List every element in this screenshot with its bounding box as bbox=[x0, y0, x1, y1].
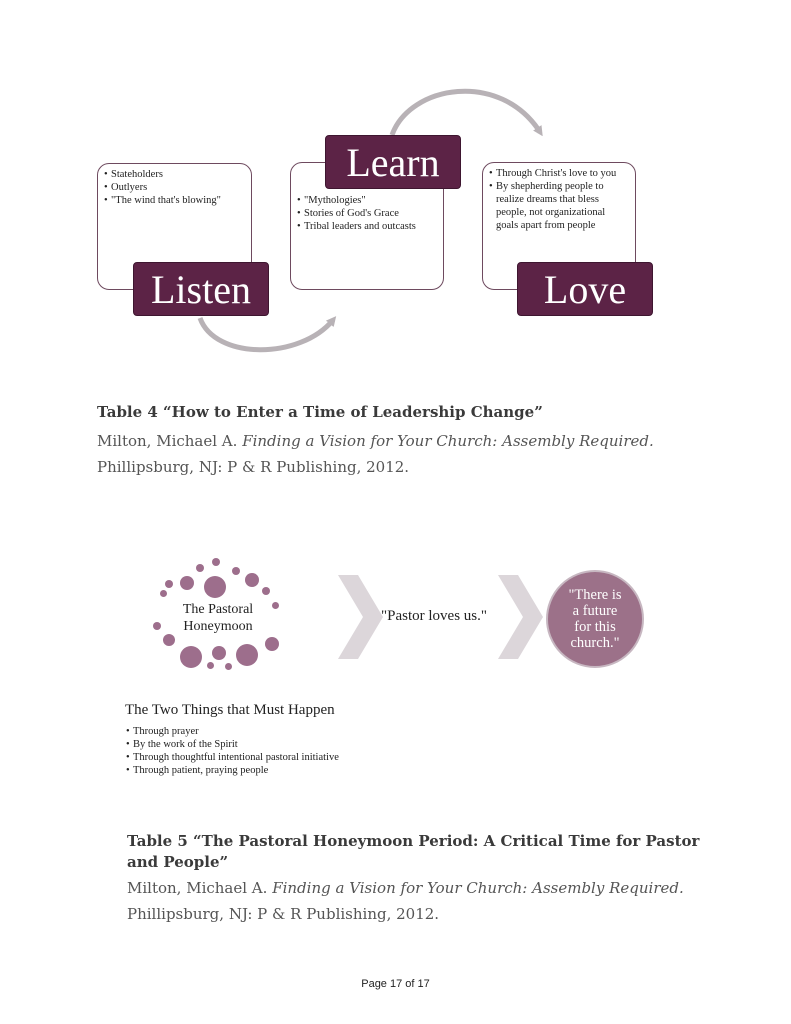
list-item: Tribal leaders and outcasts bbox=[297, 220, 442, 233]
dot bbox=[245, 573, 259, 587]
table5-title-line1: Table 5 “The Pastoral Honeymoon Period: … bbox=[127, 832, 700, 850]
dot bbox=[165, 580, 173, 588]
list-item: "Mythologies" bbox=[297, 194, 442, 207]
list-item: By shepherding people to realize dreams … bbox=[489, 180, 627, 232]
learn-tag: Learn bbox=[325, 135, 461, 189]
listen-list: Stateholders Outlyers "The wind that's b… bbox=[104, 168, 249, 207]
dot bbox=[163, 634, 175, 646]
table5-publisher: Phillipsburg, NJ: P & R Publishing, 2012… bbox=[127, 905, 440, 923]
dot bbox=[196, 564, 204, 572]
table4-publisher: Phillipsburg, NJ: P & R Publishing, 2012… bbox=[97, 458, 410, 476]
table5-title: Table 5 “The Pastoral Honeymoon Period: … bbox=[127, 831, 699, 873]
dot bbox=[265, 637, 279, 651]
cycle-arrows bbox=[197, 88, 543, 353]
list-item: Outlyers bbox=[104, 181, 249, 194]
pastor-loves-us-text: "Pastor loves us." bbox=[381, 608, 487, 624]
future-circle: "There is a future for this church." bbox=[546, 570, 644, 668]
dot bbox=[236, 644, 258, 666]
citation-author: Milton, Michael A. bbox=[97, 432, 243, 450]
dot bbox=[262, 587, 270, 595]
citation-book: Finding a Vision for Your Church: Assemb… bbox=[242, 432, 654, 450]
dot bbox=[207, 662, 214, 669]
chevron-right-icon bbox=[338, 575, 383, 659]
list-item: Through Christ's love to you bbox=[489, 167, 627, 180]
citation-author: Milton, Michael A. bbox=[127, 879, 273, 897]
dot bbox=[272, 602, 279, 609]
list-item: Through thoughtful intentional pastoral … bbox=[126, 751, 341, 764]
dot bbox=[153, 622, 161, 630]
list-item: Stateholders bbox=[104, 168, 249, 181]
love-tag: Love bbox=[517, 262, 653, 316]
table4-title: Table 4 “How to Enter a Time of Leadersh… bbox=[97, 403, 543, 421]
arrow-learn-to-love bbox=[389, 88, 543, 137]
future-line: for this bbox=[574, 619, 616, 635]
honeymoon-label: The Pastoral Honeymoon bbox=[160, 601, 276, 635]
future-circle-text: "There is a future for this church." bbox=[568, 587, 621, 651]
dot bbox=[225, 663, 232, 670]
love-list: Through Christ's love to you By shepherd… bbox=[489, 167, 627, 232]
dot bbox=[204, 576, 226, 598]
arrow-listen-to-learn bbox=[197, 316, 337, 353]
learn-list: "Mythologies" Stories of God's Grace Tri… bbox=[297, 194, 442, 233]
table4-citation: Milton, Michael A. Finding a Vision for … bbox=[97, 432, 654, 450]
honeymoon-label-line1: The Pastoral bbox=[182, 602, 254, 617]
two-things-title: The Two Things that Must Happen bbox=[125, 702, 335, 718]
future-line: a future bbox=[572, 603, 618, 619]
dot bbox=[160, 590, 167, 597]
honeymoon-label-line2: Honeymoon bbox=[183, 619, 253, 634]
dot bbox=[180, 576, 194, 590]
list-item: "The wind that's blowing" bbox=[104, 194, 249, 207]
dot bbox=[212, 558, 220, 566]
future-line: "There is bbox=[568, 587, 622, 603]
dot bbox=[180, 646, 202, 668]
citation-book: Finding a Vision for Your Church: Assemb… bbox=[272, 879, 684, 897]
list-item: By the work of the Spirit bbox=[126, 738, 341, 751]
table5-title-line2: and People” bbox=[127, 853, 229, 871]
future-line: church." bbox=[570, 635, 620, 651]
list-item: Stories of God's Grace bbox=[297, 207, 442, 220]
dot bbox=[232, 567, 240, 575]
dot bbox=[212, 646, 226, 660]
page-number: Page 17 of 17 bbox=[361, 978, 430, 990]
chevron-right-icon bbox=[498, 575, 543, 659]
table5-citation: Milton, Michael A. Finding a Vision for … bbox=[127, 879, 684, 897]
two-things-list: Through prayer By the work of the Spirit… bbox=[126, 725, 341, 777]
listen-tag: Listen bbox=[133, 262, 269, 316]
list-item: Through patient, praying people bbox=[126, 764, 341, 777]
list-item: Through prayer bbox=[126, 725, 341, 738]
